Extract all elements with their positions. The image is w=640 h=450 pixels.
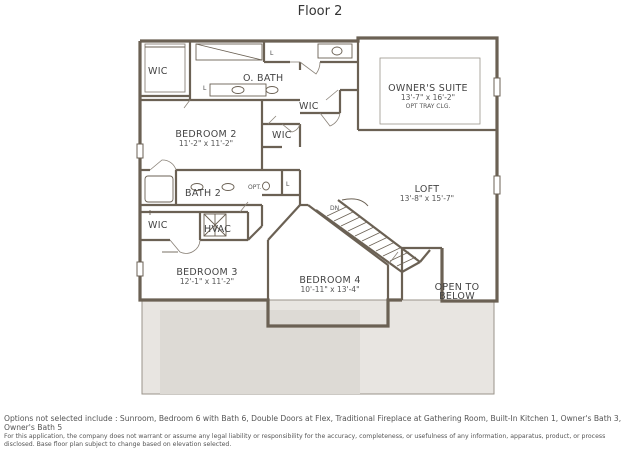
fixtures — [144, 43, 353, 253]
loft-dimensions: 13'-8" x 15'-7" — [400, 194, 454, 203]
wic-label-3: WIC — [272, 130, 292, 141]
wic-label-1: WIC — [148, 66, 168, 77]
hvac-label: HVAC — [204, 224, 231, 235]
sink-2 — [265, 86, 279, 94]
stair-down-label: DN — [330, 205, 339, 212]
plan-notes: Options not selected include : Sunroom, … — [4, 414, 636, 448]
stair-arrow — [341, 198, 369, 207]
disclaimer-note: For this application, the company does n… — [4, 433, 606, 448]
bedroom-4-label: BEDROOM 4 — [299, 275, 360, 286]
interior-walls — [140, 41, 497, 300]
owners-suite-note: OPT TRAY CLG. — [406, 103, 451, 110]
owners-bath-label: O. BATH — [243, 73, 283, 84]
bedroom-4-dimensions: 10'-11" x 13'-4" — [300, 285, 359, 294]
sink-1 — [231, 86, 245, 94]
porch-shade — [160, 310, 360, 394]
owners-suite-label: OWNER'S SUITE — [388, 83, 468, 94]
wic-label-4: WIC — [148, 220, 168, 231]
loft-label: LOFT — [415, 184, 440, 195]
tray-ceiling-outline — [379, 57, 481, 125]
bath-2-label: BATH 2 — [185, 188, 221, 199]
open-to-below-label-1: OPEN TO — [435, 282, 480, 293]
floor-title: Floor 2 — [297, 4, 343, 19]
bedroom-3-label: BEDROOM 3 — [176, 267, 237, 278]
floor-plan: WIC O. BATH WIC L L L OWNER'S SUITE 13'-… — [136, 36, 501, 395]
windows — [136, 77, 501, 277]
bedroom-2-label: BEDROOM 2 — [175, 129, 236, 140]
owners-suite-dimensions: 13'-7" x 16'-2" — [401, 93, 455, 102]
open-to-below-label-2: BELOW — [439, 291, 475, 302]
stair-treads — [326, 206, 417, 267]
wic-label-2: WIC — [299, 101, 319, 112]
linen-label-2: L — [203, 85, 207, 92]
bedroom-3-dimensions: 12'-1" x 11'-2" — [180, 277, 234, 286]
door-swings — [149, 61, 399, 266]
linen-label-1: L — [270, 50, 274, 57]
options-note: Options not selected include : Sunroom, … — [4, 414, 622, 432]
bedroom-2-dimensions: 11'-2" x 11'-2" — [179, 139, 233, 148]
bath-2-option-label: OPT. — [248, 184, 261, 191]
linen-label-3: L — [286, 181, 290, 188]
